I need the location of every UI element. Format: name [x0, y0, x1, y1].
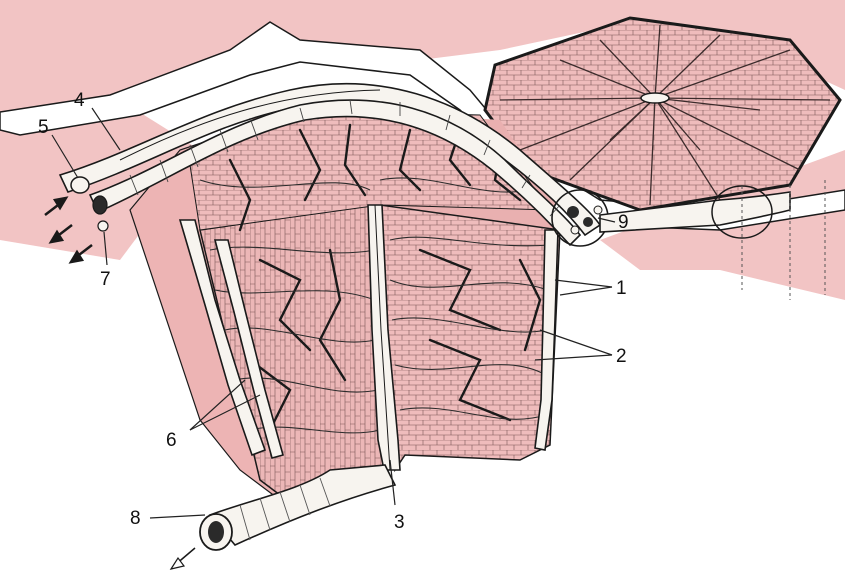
- label-4: 4: [74, 90, 85, 111]
- label-9: 9: [618, 212, 629, 233]
- bile-duct-opening: [98, 221, 108, 231]
- label-8: 8: [130, 508, 141, 529]
- label-1: 1: [616, 278, 627, 299]
- label-3: 3: [394, 512, 405, 533]
- label-2: 2: [616, 346, 627, 367]
- portal-vein-opening: [71, 177, 89, 193]
- lobule-front-right-face: [380, 205, 560, 470]
- label-7: 7: [100, 269, 111, 290]
- central-vein-top: [641, 93, 669, 103]
- label-6: 6: [166, 430, 177, 451]
- label-5: 5: [38, 117, 49, 138]
- hepatic-artery-opening: [93, 196, 107, 214]
- outflow-arrow: [171, 548, 195, 569]
